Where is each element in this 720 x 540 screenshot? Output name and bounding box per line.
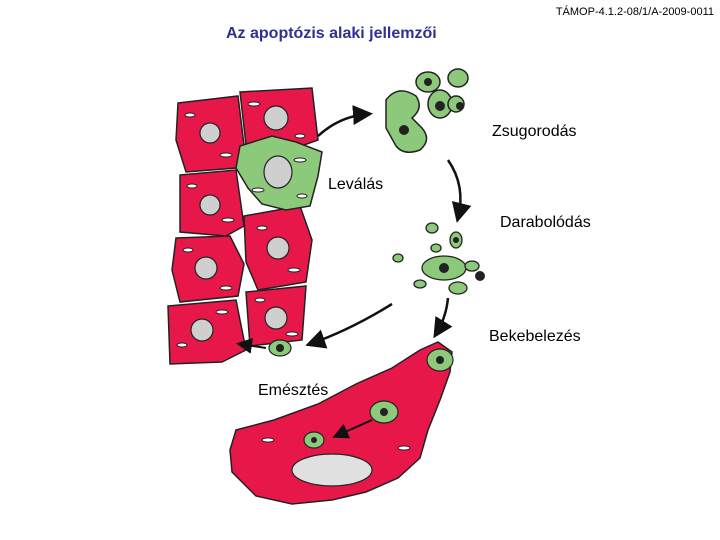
- apoptotic-bodies: [393, 223, 479, 294]
- arrow-to-shrinkage: [318, 114, 368, 136]
- label-fragmentation: Darabolódás: [500, 214, 591, 232]
- detaching-cell: [236, 136, 322, 210]
- arrow-to-digestion: [310, 304, 392, 344]
- label-shrinkage: Zsugorodás: [492, 123, 577, 141]
- label-digestion: Emésztés: [258, 382, 328, 400]
- engulfed-body-nucleus: [276, 344, 284, 352]
- tissue-cells: [168, 88, 318, 364]
- phagocyte: [230, 342, 453, 504]
- arrow-to-engulfment: [436, 298, 448, 334]
- label-engulfment: Bekebelezés: [489, 328, 581, 346]
- label-detachment: Leválás: [328, 176, 383, 194]
- arrow-to-fragmentation: [448, 160, 460, 218]
